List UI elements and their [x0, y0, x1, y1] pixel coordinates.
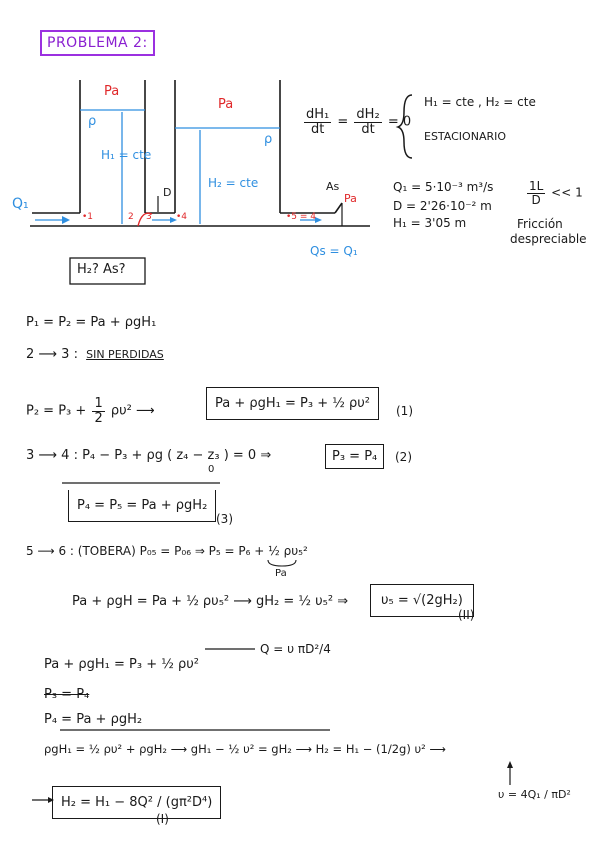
hydrostatic-3-4: 3 ⟶ 4 : P₄ − P₃ + ρg ( z₄ − z₃ ) = 0 ⇒ — [26, 448, 272, 463]
equation-box-3: P₄ = P₅ = Pa + ρgH₂ — [68, 490, 217, 522]
d-label: D — [163, 186, 172, 199]
pa-label-mid: Pa — [218, 97, 234, 112]
as-label: As — [326, 180, 340, 193]
q1-label: Q₁ — [12, 196, 29, 212]
asked-values: H₂? As? — [77, 262, 126, 277]
given-d: D = 2'26·10⁻² m — [393, 199, 492, 213]
equation-box-II: υ₅ = √(2gH₂) — [370, 584, 474, 617]
equation-tag-1: (1) — [396, 404, 413, 418]
equation-box-I: H₂ = H₁ − 8Q² / (gπ²D⁴) — [52, 786, 222, 819]
condition-constant: H₁ = cte , H₂ = cte — [424, 95, 536, 109]
point-4: •4 — [176, 212, 188, 222]
equation-tag-2: (2) — [395, 450, 412, 464]
h1-label: H₁ = cte — [101, 148, 152, 162]
pa-label-right: Pa — [344, 192, 357, 205]
h2-label: H₂ = cte — [208, 176, 259, 190]
friction-line1: Fricción — [517, 217, 563, 231]
condition-steady: ESTACIONARIO — [424, 130, 507, 143]
point-1: •1 — [82, 212, 94, 222]
given-h1: H₁ = 3'05 m — [393, 216, 467, 230]
bernoulli-recap: Pa + ρgH₁ = P₃ + ½ ρυ² — [44, 657, 199, 672]
point-2: 2 — [128, 212, 134, 222]
pa-label-left: Pa — [104, 84, 120, 99]
equation-box-2: P₃ = P₄ — [325, 444, 385, 469]
rho-label-left: ρ — [88, 114, 97, 129]
pressure-equation-1: P₁ = P₂ = Pa + ρgH₁ — [26, 315, 157, 330]
equation-tag-3: (3) — [216, 512, 233, 526]
nozzle-pa: Pa — [275, 568, 287, 579]
nozzle-5-6: 5 ⟶ 6 : (TOBERA) P₀₅ = P₀₆ ⇒ P₅ = P₆ + ½… — [26, 544, 308, 558]
friction-line2: despreciable — [510, 232, 587, 246]
p3-equals-p4: P₃ = P₄ — [44, 687, 90, 702]
nozzle-velocity-derivation: Pa + ρgH = Pa + ½ ρυ₅² ⟶ gH₂ = ½ υ₅² ⇒ — [72, 594, 349, 609]
h2-derivation: ρgH₁ = ½ ρυ² + ρgH₂ ⟶ gH₁ − ½ υ² = gH₂ ⟶… — [44, 742, 446, 756]
problem-title: PROBLEMA 2: — [40, 30, 155, 56]
equation-tag-II: (II) — [458, 608, 475, 622]
flow-rate-formula: Q = υ πD²/4 — [260, 642, 331, 656]
equation-tag-I: (I) — [156, 812, 169, 826]
equation-box-1: Pa + ρgH₁ = P₃ + ½ ρυ² — [206, 387, 379, 420]
point-5-6: •5 = 4 — [286, 212, 317, 222]
qs-label: Qs = Q₁ — [310, 244, 358, 258]
given-q1: Q₁ = 5·10⁻³ m³/s — [393, 180, 494, 194]
point-3: 3 — [146, 212, 152, 222]
step-2-3-header: 2 ⟶ 3 : SIN PERDIDAS — [26, 347, 164, 362]
p4-recap: P₄ = Pa + ρgH₂ — [44, 712, 143, 727]
velocity-formula: υ = 4Q₁ / πD² — [498, 788, 571, 801]
z-zero: 0 — [208, 464, 215, 475]
rho-label-mid: ρ — [264, 132, 273, 147]
